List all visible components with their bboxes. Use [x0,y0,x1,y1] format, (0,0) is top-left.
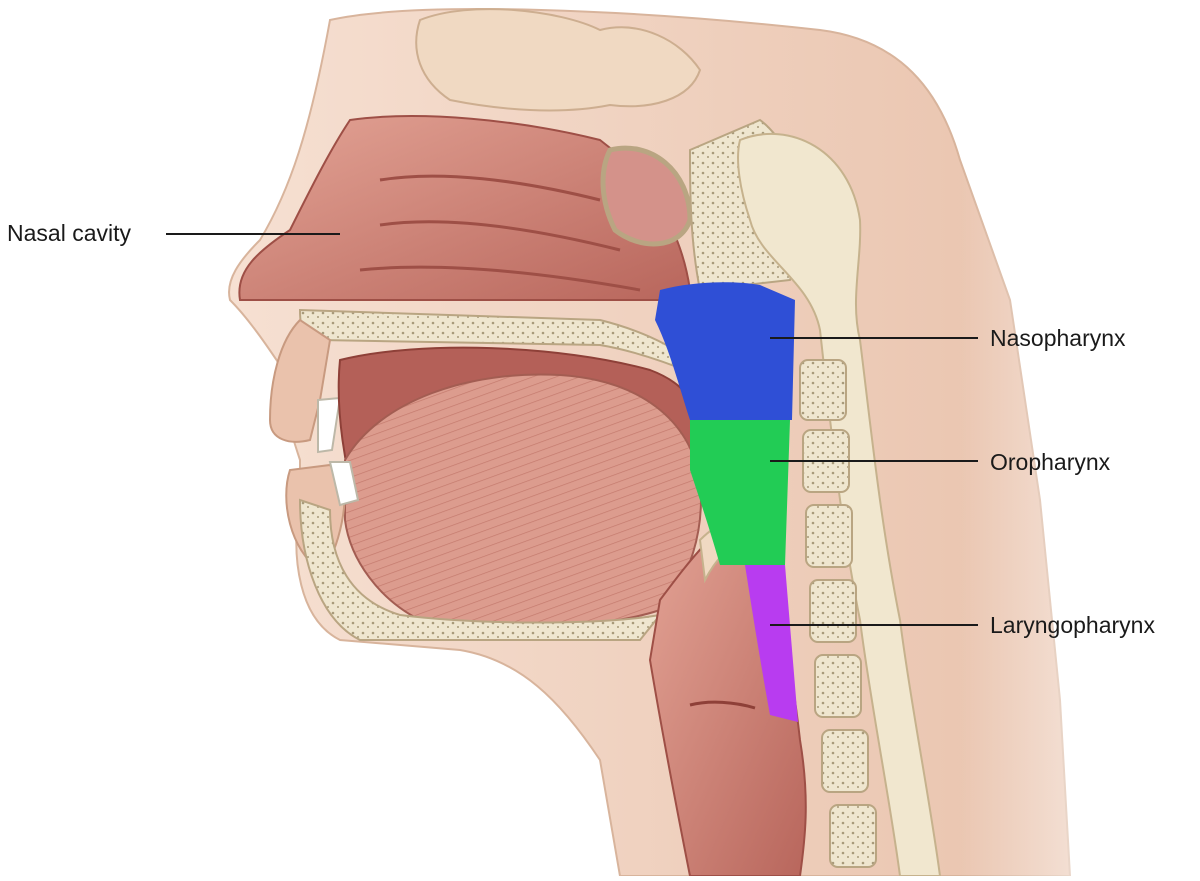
vertebra-6 [821,729,869,793]
lower-incisor [328,461,360,507]
vertebra-5 [814,654,862,718]
mandible [298,498,663,641]
tongue [344,373,702,628]
nasopharynx-region [655,282,795,420]
vertebra-3 [805,504,853,568]
oropharynx-region [690,420,790,565]
label-laryngopharynx: Laryngopharynx [990,612,1155,638]
label-oropharynx: Oropharynx [990,449,1111,475]
nasal-cavity-shape [238,115,692,302]
label-nasopharynx: Nasopharynx [990,325,1126,351]
sphenoid-sinus [600,145,693,247]
vocal-fold-line [689,700,756,710]
label-nasal-cavity: Nasal cavity [7,220,131,246]
right-edge-fade [960,0,1200,876]
nasal-turbinate-middle [379,220,621,252]
vertebra-7 [829,804,877,868]
vertebral-column [799,359,877,868]
vertebra-1 [799,359,847,421]
upper-lip [268,318,332,443]
nasal-turbinate-lower [359,265,641,292]
nasal-turbinate-upper [379,174,601,202]
brain-folds [415,8,702,112]
vertebra-4 [809,579,857,643]
laryngopharynx-region [745,565,798,722]
upper-incisor [317,396,342,454]
